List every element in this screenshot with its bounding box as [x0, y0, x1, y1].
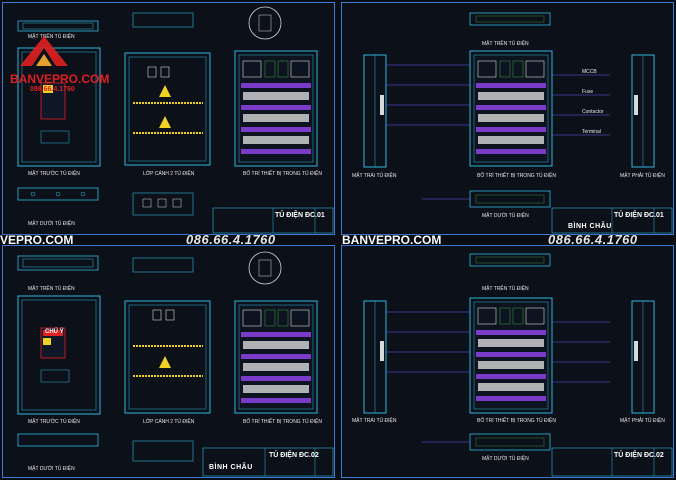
label-right-view: MẶT PHẢI TỦ ĐIỆN	[620, 173, 665, 179]
title-block-company: BÌNH CHÂU	[568, 223, 612, 230]
label-left-view: MẶT TRÁI TỦ ĐIỆN	[352, 173, 397, 179]
label-front-view: MẶT TRƯỚC TỦ ĐIỆN	[28, 171, 80, 177]
label-inner-door-view: LỚP CÁNH 2 TỦ ĐIỆN	[143, 419, 195, 425]
callout-terminal: Terminal	[582, 129, 601, 135]
title-block-drawing-title: TỦ ĐIỆN ĐC.01	[614, 212, 664, 219]
label-layout-view: BỐ TRÍ THIẾT BỊ TRONG TỦ ĐIỆN	[477, 173, 556, 179]
sheet-3-drawing	[17, 251, 334, 477]
callout-mccb: MCCB	[582, 69, 597, 75]
drawing-sheet-1: MẶT TRÊN TỦ ĐIỆN MẶT TRƯỚC TỦ ĐIỆN MẶT D…	[2, 2, 335, 235]
label-right-view: MẶT PHẢI TỦ ĐIỆN	[620, 418, 665, 424]
label-layout-view: BỐ TRÍ THIẾT BỊ TRONG TỦ ĐIỆN	[243, 171, 322, 177]
label-front-view: MẶT TRƯỚC TỦ ĐIỆN	[28, 419, 80, 425]
drawing-sheet-2: MẶT TRÊN TỦ ĐIỆN MẶT TRÁI TỦ ĐIỆN BỐ TRÍ…	[341, 2, 674, 235]
sheet-4-drawing	[363, 253, 673, 477]
warning-label: CHÚ Ý	[45, 329, 64, 335]
sheet-1-drawing	[17, 6, 334, 234]
label-inner-door-view: LỚP CÁNH 2 TỦ ĐIỆN	[143, 171, 195, 177]
label-top-view: MẶT TRÊN TỦ ĐIỆN	[482, 41, 529, 47]
label-layout-view: BỐ TRÍ THIẾT BỊ TRONG TỦ ĐIỆN	[477, 418, 556, 424]
label-bottom-view: MẶT DƯỚI TỦ ĐIỆN	[28, 221, 75, 227]
label-bottom-view: MẶT DƯỚI TỦ ĐIỆN	[28, 466, 75, 472]
label-left-view: MẶT TRÁI TỦ ĐIỆN	[352, 418, 397, 424]
title-block-drawing-title: TỦ ĐIỆN ĐC.02	[614, 452, 664, 459]
label-bottom-view: MẶT DƯỚI TỦ ĐIỆN	[482, 456, 529, 462]
callout-contactor: Contactor	[582, 109, 604, 115]
label-bottom-view: MẶT DƯỚI TỦ ĐIỆN	[482, 213, 529, 219]
sheet-2-drawing	[363, 12, 673, 234]
label-top-view: MẶT TRÊN TỦ ĐIỆN	[28, 286, 75, 292]
title-block-drawing-title: TỦ ĐIỆN ĐC.02	[269, 452, 319, 459]
label-top-view: MẶT TRÊN TỦ ĐIỆN	[28, 34, 75, 40]
drawing-sheet-4: MẶT TRÊN TỦ ĐIỆN MẶT TRÁI TỦ ĐIỆN BỐ TRÍ…	[341, 245, 674, 478]
title-block-company: BÌNH CHÂU	[209, 464, 253, 471]
callout-fuse: Fuse	[582, 89, 594, 95]
label-top-view: MẶT TRÊN TỦ ĐIỆN	[482, 286, 529, 292]
drawing-sheet-3: MẶT TRÊN TỦ ĐIỆN MẶT TRƯỚC TỦ ĐIỆN MẶT D…	[2, 245, 335, 478]
label-layout-view: BỐ TRÍ THIẾT BỊ TRONG TỦ ĐIỆN	[243, 419, 322, 425]
title-block-drawing-title: TỦ ĐIỆN ĐC.01	[275, 212, 325, 219]
